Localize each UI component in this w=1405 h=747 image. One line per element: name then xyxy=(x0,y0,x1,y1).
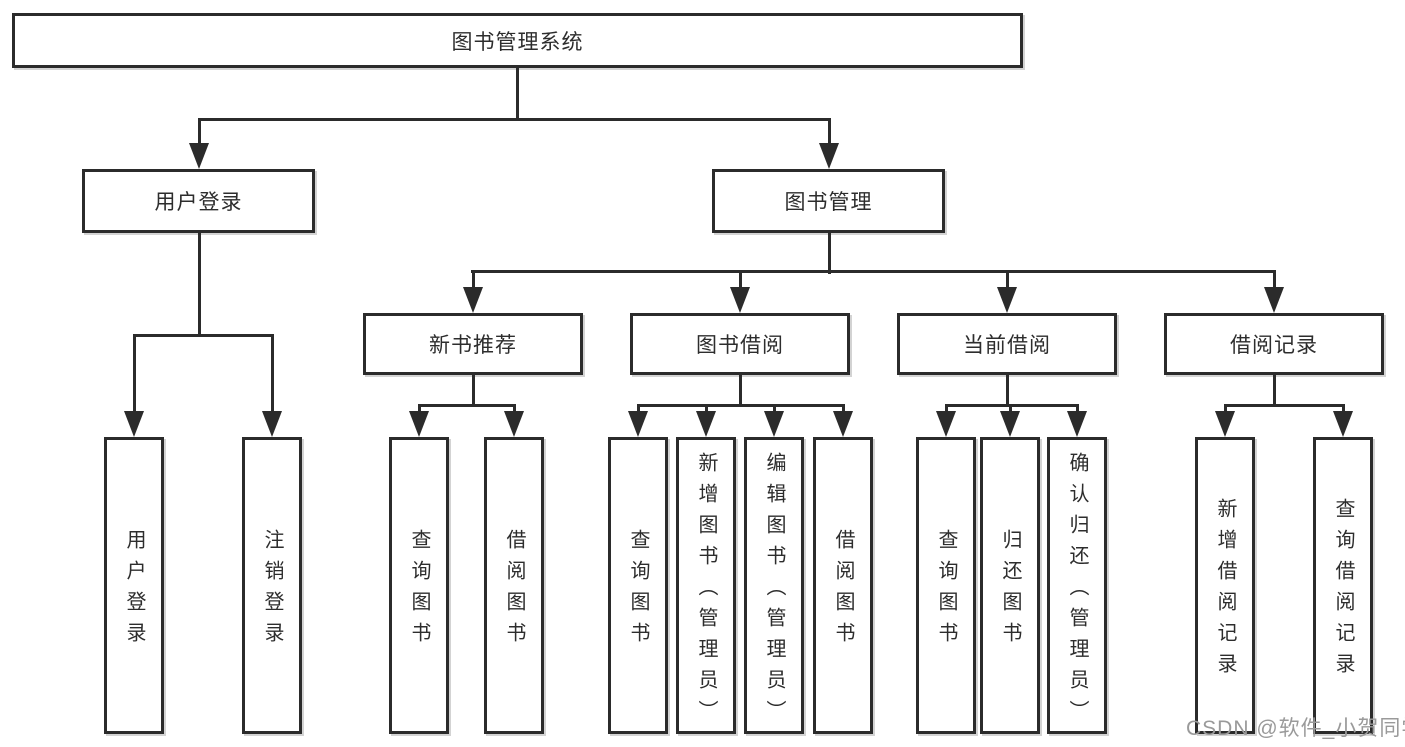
node-borrow-records: 借阅记录 xyxy=(1164,313,1384,375)
connector-l2-drop-left xyxy=(198,118,201,146)
node-new-book-recommend-label: 新书推荐 xyxy=(429,334,517,357)
node-new-book-recommend: 新书推荐 xyxy=(363,313,583,375)
node-root: 图书管理系统 xyxy=(12,13,1023,68)
arrowhead-new-book-recommend xyxy=(463,287,483,313)
connector-user-login-bar xyxy=(133,334,274,337)
arrowhead-leaf-logout xyxy=(262,411,282,437)
leaf-query-borrow-record-label: 查询借阅记录 xyxy=(1332,498,1354,684)
leaf-add-books-admin: 新增图书（管理员） xyxy=(676,437,736,734)
leaf-add-borrow-record: 新增借阅记录 xyxy=(1195,437,1255,734)
leaf-logout-label: 注销登录 xyxy=(261,529,283,653)
connector-g2-bar xyxy=(418,404,516,407)
node-book-borrow-label: 图书借阅 xyxy=(696,334,784,357)
node-book-borrow: 图书借阅 xyxy=(630,313,850,375)
connector-g3-drop-3 xyxy=(773,404,776,416)
leaf-user-login-label: 用户登录 xyxy=(123,529,145,653)
connector-l3-drop-1 xyxy=(472,270,475,290)
connector-g4-drop-2 xyxy=(1009,404,1012,416)
arrowhead-g2-leaf-1 xyxy=(409,411,429,437)
leaf-borrow-books: 借阅图书 xyxy=(813,437,873,734)
leaf-query-borrow-record: 查询借阅记录 xyxy=(1313,437,1373,734)
leaf-query-books-borrow: 查询图书 xyxy=(608,437,668,734)
connector-g4-drop-1 xyxy=(945,404,948,416)
connector-user-login-drop-1 xyxy=(133,334,136,414)
node-current-borrow-label: 当前借阅 xyxy=(963,334,1051,357)
arrowhead-borrow-records xyxy=(1264,287,1284,313)
connector-g3-drop-1 xyxy=(637,404,640,416)
leaf-return-books: 归还图书 xyxy=(980,437,1040,734)
connector-g3-drop-2 xyxy=(705,404,708,416)
connector-user-login-drop-2 xyxy=(271,334,274,414)
connector-g3-drop-4 xyxy=(842,404,845,416)
arrowhead-g4-leaf-2 xyxy=(1000,411,1020,437)
connector-g5-drop-1 xyxy=(1224,404,1227,416)
leaf-logout: 注销登录 xyxy=(242,437,302,734)
connector-g5-trunk xyxy=(1273,375,1276,406)
csdn-watermark: CSDN @软件_小贺同学 xyxy=(1186,717,1405,740)
arrowhead-g5-leaf-1 xyxy=(1215,411,1235,437)
leaf-user-login: 用户登录 xyxy=(104,437,164,734)
arrowhead-user-login xyxy=(189,143,209,169)
node-user-login-group-label: 用户登录 xyxy=(154,191,243,214)
connector-g4-trunk xyxy=(1006,375,1009,406)
connector-l2-bar xyxy=(198,118,831,121)
leaf-borrow-books-label: 借阅图书 xyxy=(832,529,854,653)
leaf-add-borrow-record-label: 新增借阅记录 xyxy=(1214,498,1236,684)
connector-l3-drop-2 xyxy=(739,270,742,290)
connector-l3-drop-3 xyxy=(1006,270,1009,290)
leaf-confirm-return-admin: 确认归还（管理员） xyxy=(1047,437,1107,734)
leaf-edit-books-admin-label: 编辑图书（管理员） xyxy=(763,451,785,731)
node-current-borrow: 当前借阅 xyxy=(897,313,1117,375)
node-borrow-records-label: 借阅记录 xyxy=(1230,334,1318,357)
connector-l2-drop-right xyxy=(828,118,831,146)
arrowhead-g4-leaf-1 xyxy=(936,411,956,437)
connector-l3-drop-4 xyxy=(1273,270,1276,290)
leaf-add-books-admin-label: 新增图书（管理员） xyxy=(695,451,717,731)
leaf-query-books-current-label: 查询图书 xyxy=(935,529,957,653)
arrowhead-g3-leaf-2 xyxy=(696,411,716,437)
node-book-management-label: 图书管理 xyxy=(784,191,873,214)
arrowhead-g3-leaf-4 xyxy=(833,411,853,437)
leaf-edit-books-admin: 编辑图书（管理员） xyxy=(744,437,804,734)
leaf-query-books-current: 查询图书 xyxy=(916,437,976,734)
leaf-query-books-recommend: 查询图书 xyxy=(389,437,449,734)
connector-g3-trunk xyxy=(739,375,742,406)
node-book-management: 图书管理 xyxy=(712,169,945,233)
connector-g2-drop-1 xyxy=(418,404,421,416)
connector-g4-drop-3 xyxy=(1076,404,1079,416)
arrowhead-g3-leaf-3 xyxy=(764,411,784,437)
leaf-query-books-borrow-label: 查询图书 xyxy=(627,529,649,653)
connector-g2-trunk xyxy=(472,375,475,406)
arrowhead-g4-leaf-3 xyxy=(1067,411,1087,437)
leaf-return-books-label: 归还图书 xyxy=(999,529,1021,653)
arrowhead-book-management xyxy=(819,143,839,169)
leaf-borrow-books-recommend: 借阅图书 xyxy=(484,437,544,734)
connector-g3-bar xyxy=(637,404,845,407)
leaf-borrow-books-recommend-label: 借阅图书 xyxy=(503,529,525,653)
connector-root-trunk xyxy=(516,68,519,120)
leaf-confirm-return-admin-label: 确认归还（管理员） xyxy=(1066,451,1088,731)
arrowhead-g2-leaf-2 xyxy=(504,411,524,437)
arrowhead-current-borrow xyxy=(997,287,1017,313)
node-root-label: 图书管理系统 xyxy=(451,30,584,54)
arrowhead-g3-leaf-1 xyxy=(628,411,648,437)
arrowhead-book-borrow xyxy=(730,287,750,313)
connector-g2-drop-2 xyxy=(513,404,516,416)
arrowhead-leaf-user-login xyxy=(124,411,144,437)
connector-g5-bar xyxy=(1224,404,1345,407)
connector-book-mgmt-trunk xyxy=(828,233,831,274)
leaf-query-books-recommend-label: 查询图书 xyxy=(408,529,430,653)
connector-g4-bar xyxy=(945,404,1079,407)
node-user-login-group: 用户登录 xyxy=(82,169,315,233)
connector-g5-drop-2 xyxy=(1342,404,1345,416)
arrowhead-g5-leaf-2 xyxy=(1333,411,1353,437)
connector-l3-bar xyxy=(471,270,1276,273)
connector-user-login-trunk xyxy=(198,233,201,336)
